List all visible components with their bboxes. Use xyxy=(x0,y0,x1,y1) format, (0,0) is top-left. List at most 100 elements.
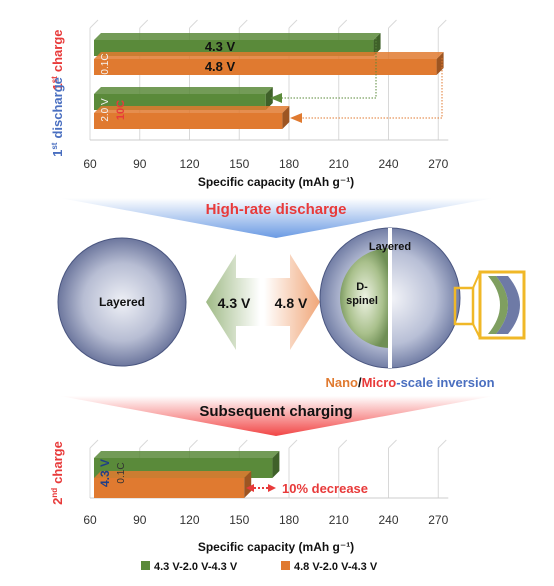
gridline-diag-120 xyxy=(189,19,198,29)
tick-label-60: 60 xyxy=(83,157,97,171)
tick-label-180: 180 xyxy=(279,513,299,527)
first-discharge-label: 1stdischarge xyxy=(50,77,65,157)
legend-label-4.8v: 4.8 V-2.0 V-4.3 V xyxy=(294,561,378,573)
zoom-core-slice xyxy=(488,276,508,334)
top-bar-chart: 60 90 120 150 180 210 240 270 1stcharge 1stdisc… xyxy=(50,19,449,189)
bar-0-1 xyxy=(94,52,444,75)
bar-label-4.8v: 4.8 V xyxy=(205,59,236,74)
gridline-diag-150 xyxy=(238,19,248,29)
gridline-diag-270 xyxy=(437,439,447,449)
bottom-bar-1-front xyxy=(94,478,245,498)
bottom-bar-1-side xyxy=(244,471,252,498)
high-rate-title: High-rate discharge xyxy=(206,201,347,218)
svg-text:1stdischarge: 1stdischarge xyxy=(50,77,65,157)
gridline-diag-120 xyxy=(189,439,198,449)
bottom-chart-tick-labels: 60 90 120 150 180 210 240 270 xyxy=(83,513,448,527)
bottom-bar-0-top xyxy=(94,451,280,458)
second-charge-label: 2ndcharge xyxy=(50,441,65,505)
tick-label-240: 240 xyxy=(378,513,398,527)
tick-label-210: 210 xyxy=(329,513,349,527)
top-x-axis-title: Specific capacity (mAh g⁻¹) xyxy=(198,175,354,189)
discharge-voltage-label: 2.0 V xyxy=(100,98,111,122)
gridline-diag-210 xyxy=(338,19,348,29)
discharge-rate-label: 10C xyxy=(115,100,127,120)
gridline-diag-270 xyxy=(437,19,447,29)
tick-label-270: 270 xyxy=(428,513,448,527)
bar-0-0-side xyxy=(373,33,381,56)
bar-1-1-top xyxy=(94,106,290,113)
subsequent-title: Subsequent charging xyxy=(199,403,352,420)
arrow-left-green xyxy=(206,254,260,350)
bar-0-1-front xyxy=(94,59,437,75)
tick-label-210: 210 xyxy=(329,157,349,171)
bar-1-1-side xyxy=(282,106,290,129)
bar-label-4.3v: 4.3 V xyxy=(205,39,236,54)
gridline-diag-240 xyxy=(388,19,397,29)
high-rate-band xyxy=(60,198,494,238)
bottom-bar-chart: 60 90 120 150 180 210 240 270 2ndcharge 4.3 V 0… xyxy=(50,439,449,573)
tick-label-150: 150 xyxy=(229,157,249,171)
second-rate-label: 0.1C xyxy=(116,462,127,483)
tick-label-90: 90 xyxy=(133,513,147,527)
second-voltage-label: 4.3 V xyxy=(98,459,112,487)
bar-0-1-side xyxy=(436,52,444,75)
bar-1-0-top xyxy=(94,87,273,94)
connector-4.3v xyxy=(278,38,377,99)
tick-label-270: 270 xyxy=(428,157,448,171)
decrease-arrowhead-left xyxy=(246,484,254,492)
arrow-right-orange xyxy=(264,254,320,350)
first-charge-label: 1stcharge xyxy=(50,30,65,91)
bottom-x-axis-title: Specific capacity (mAh g⁻¹) xyxy=(198,540,354,554)
bottom-bar-1 xyxy=(94,471,252,498)
charge-rate-label: 0.1C xyxy=(100,53,111,74)
zoom-box-small xyxy=(453,286,475,326)
gridline-diag-150 xyxy=(238,439,248,449)
bar-1-1 xyxy=(94,106,290,129)
gridline-diag-240 xyxy=(388,439,397,449)
connector-4.8v-arrowhead xyxy=(290,113,302,123)
layered-sphere xyxy=(57,237,187,367)
gridline-diag-180 xyxy=(288,19,298,29)
svg-text:2ndcharge: 2ndcharge xyxy=(50,441,65,505)
tick-label-120: 120 xyxy=(179,513,199,527)
decrease-label: 10% decrease xyxy=(282,481,368,496)
subsequent-band xyxy=(60,396,494,436)
d-spinel-label: D-spinel xyxy=(346,281,378,307)
zoom-shell-slice xyxy=(496,276,520,334)
bottom-bar-1-top xyxy=(94,471,252,478)
connector-4.3v-arrowhead xyxy=(270,93,282,103)
tick-label-240: 240 xyxy=(378,157,398,171)
inversion-caption: Nano/Micro-scale inversion xyxy=(325,375,494,390)
bar-1-1-front xyxy=(94,113,283,129)
gridline-diag-180 xyxy=(288,439,298,449)
bar-0-1-top xyxy=(94,52,444,59)
first-charge-text: charge xyxy=(50,30,65,73)
gridline-diag-90 xyxy=(139,19,149,29)
gridline-diag-60 xyxy=(89,19,99,29)
gridline-diag-60 xyxy=(89,439,99,449)
legend-swatch-4.8v xyxy=(281,561,290,570)
bottom-chart-bars xyxy=(94,451,280,498)
decrease-arrowhead-right xyxy=(268,484,276,492)
gridline-diag-210 xyxy=(338,439,348,449)
bottom-bar-0-side xyxy=(272,451,280,478)
bar-0-0-top xyxy=(94,33,381,40)
gridline-diag-90 xyxy=(139,439,149,449)
connector-4.8v xyxy=(300,58,443,119)
tick-label-90: 90 xyxy=(133,157,147,171)
d-spinel-core xyxy=(340,248,390,348)
bar-1-0-side xyxy=(265,87,273,110)
arrow-right-label: 4.8 V xyxy=(275,295,308,311)
tick-label-120: 120 xyxy=(179,157,199,171)
middle-illustration: High-rate discharge Layered 4.3 V 4.8 V … xyxy=(57,198,526,436)
top-chart-bars xyxy=(94,33,444,129)
tick-label-150: 150 xyxy=(229,513,249,527)
tick-label-180: 180 xyxy=(279,157,299,171)
top-chart-tick-labels: 60 90 120 150 180 210 240 270 xyxy=(83,157,448,171)
outer-layered-label: Layered xyxy=(369,241,411,253)
tick-label-60: 60 xyxy=(83,513,97,527)
arrow-left-label: 4.3 V xyxy=(218,295,251,311)
legend-swatch-4.3v xyxy=(141,561,150,570)
layered-label: Layered xyxy=(99,295,145,309)
